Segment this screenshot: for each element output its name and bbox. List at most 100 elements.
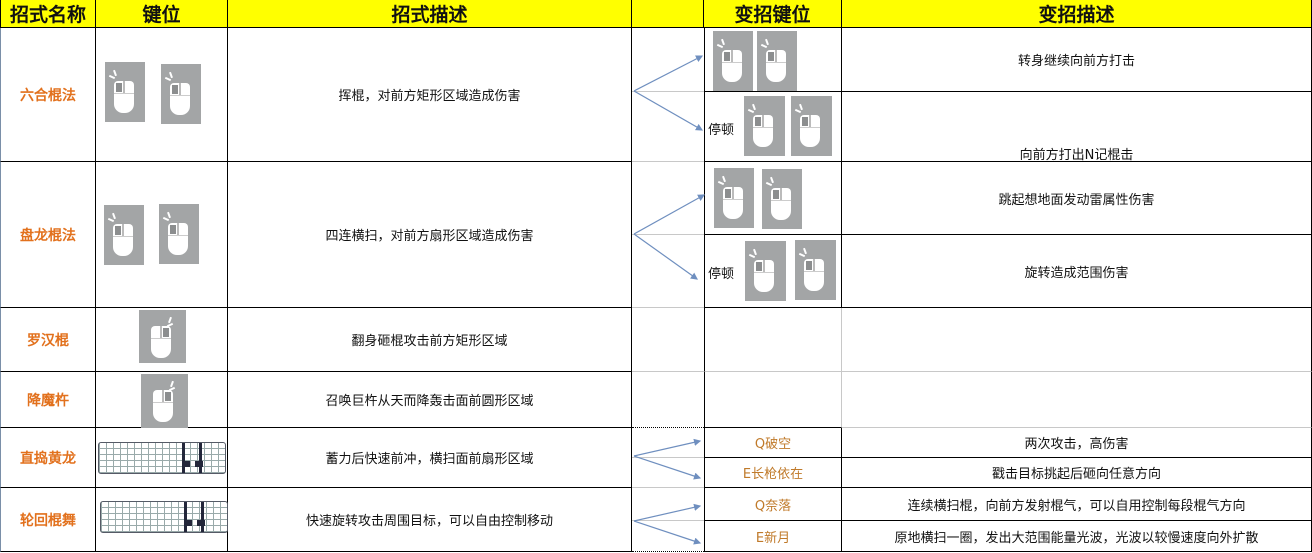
key-cell	[96, 428, 228, 488]
variant-key-label: E长枪依在	[742, 467, 804, 482]
header-label: 招式描述	[391, 4, 468, 26]
variant-desc-cell: 向前方打出N记棍击	[842, 92, 1312, 163]
variant-prefix: 停顿	[708, 267, 735, 282]
move-desc-cell: 翻身砸棍攻击前方矩形区域	[228, 308, 632, 372]
connector-cell	[632, 162, 704, 235]
move-desc-cell: 蓄力后快速前冲，横扫面前扇形区域	[228, 428, 632, 488]
mouse-left-click-icon	[161, 64, 201, 124]
empty-cell	[842, 308, 1312, 372]
key-cell	[96, 488, 228, 552]
variant-desc: 转身继续向前方打击	[1017, 54, 1135, 69]
variant-desc-cell: 转身继续向前方打击	[842, 28, 1312, 92]
mouse-left-click-icon	[714, 168, 754, 228]
move-name-cell: 六合棍法	[0, 28, 96, 162]
mouse-left-click-icon	[757, 31, 797, 91]
variant-key-cell: Q破空	[704, 428, 842, 458]
variant-desc-cell: 旋转造成范围伤害	[842, 235, 1312, 308]
move-name-cell: 罗汉棍	[0, 308, 96, 372]
mouse-right-click-icon	[141, 374, 188, 428]
key-cell	[96, 162, 228, 308]
move-name: 盘龙棍法	[20, 227, 76, 244]
variant-desc-cell: 跳起想地面发动雷属性伤害	[842, 162, 1312, 235]
mouse-left-click-icon	[713, 31, 753, 91]
move-desc-cell: 召唤巨杵从天而降轰击面前圆形区域	[228, 372, 632, 428]
variant-key-cell	[704, 28, 842, 92]
variant-desc: 跳起想地面发动雷属性伤害	[998, 192, 1155, 208]
move-name: 轮回棍舞	[20, 512, 76, 529]
variant-key-cell: Q奈落	[704, 488, 842, 521]
move-desc: 四连横扫，对前方扇形区域造成伤害	[325, 229, 534, 244]
move-name: 降魔杵	[27, 392, 69, 409]
variant-key-cell	[704, 162, 842, 235]
move-desc-cell: 快速旋转攻击周围目标，可以自由控制移动	[228, 488, 632, 552]
variant-desc: 向前方打出N记棍击	[1019, 148, 1134, 163]
variant-desc: 原地横扫一圈，发出大范围能量光波，光波以较慢速度向外扩散	[894, 530, 1259, 546]
empty-cell	[842, 372, 1312, 428]
variant-desc-cell: 原地横扫一圈，发出大范围能量光波，光波以较慢速度向外扩散	[842, 521, 1312, 552]
mouse-left-click-icon	[795, 240, 836, 300]
move-desc: 蓄力后快速前冲，横扫面前扇形区域	[325, 452, 534, 467]
mouse-left-click-icon	[104, 205, 144, 265]
variant-desc: 旋转造成范围伤害	[1024, 265, 1129, 281]
move-name-cell: 直捣黄龙	[0, 428, 96, 488]
variant-key-cell: E新月	[704, 521, 842, 552]
move-desc: 挥棍，对前方矩形区域造成伤害	[338, 89, 521, 104]
mouse-left-click-icon	[159, 204, 199, 264]
move-name: 六合棍法	[20, 87, 76, 104]
variant-key-label: E新月	[755, 530, 791, 546]
mouse-left-click-icon	[105, 62, 145, 122]
connector-cell	[632, 308, 704, 372]
move-desc: 翻身砸棍攻击前方矩形区域	[351, 334, 508, 349]
connector-cell	[632, 521, 704, 552]
move-name: 罗汉棍	[27, 332, 69, 349]
move-name: 直捣黄龙	[20, 450, 76, 467]
mouse-left-click-icon	[744, 96, 785, 156]
connector-cell	[632, 372, 704, 428]
variant-desc-cell: 戳击目标挑起后砸向任意方向	[842, 458, 1312, 488]
keyboard-icon	[98, 442, 226, 474]
variant-prefix: 停顿	[708, 123, 735, 138]
move-desc-cell: 四连横扫，对前方扇形区域造成伤害	[228, 162, 632, 308]
key-cell	[96, 308, 228, 372]
header-label: 键位	[142, 4, 181, 26]
variant-key-cell: 停顿	[704, 235, 842, 308]
keyboard-icon	[100, 501, 228, 533]
header-label: 招式名称	[9, 4, 86, 26]
header-desc: 招式描述	[228, 0, 632, 28]
connector-cell	[632, 28, 704, 92]
variant-desc: 戳击目标挑起后砸向任意方向	[991, 467, 1161, 482]
move-desc-cell: 挥棍，对前方矩形区域造成伤害	[228, 28, 632, 162]
connector-cell	[632, 235, 704, 308]
variant-key-cell: 停顿	[704, 92, 842, 162]
connector-cell	[632, 428, 704, 458]
header-label: 变招描述	[1038, 4, 1115, 26]
header-connector	[632, 0, 704, 28]
variant-key-label: Q破空	[754, 437, 792, 452]
variant-key-cell: E长枪依在	[704, 458, 842, 488]
header-label: 变招键位	[734, 4, 811, 26]
move-desc: 快速旋转攻击周围目标，可以自由控制移动	[305, 514, 553, 529]
header-move-name: 招式名称	[0, 0, 96, 28]
variant-desc: 连续横扫棍，向前方发射棍气，可以自用控制每段棍气方向	[907, 498, 1246, 514]
empty-cell	[704, 308, 842, 372]
empty-cell	[704, 372, 842, 428]
move-name-cell: 降魔杵	[0, 372, 96, 428]
key-cell	[96, 372, 228, 428]
mouse-right-click-icon	[139, 310, 186, 363]
header-key: 键位	[96, 0, 228, 28]
mouse-left-click-icon	[745, 241, 786, 301]
variant-key-label: Q奈落	[754, 498, 792, 514]
move-name-cell: 盘龙棍法	[0, 162, 96, 308]
move-desc: 召唤巨杵从天而降轰击面前圆形区域	[325, 394, 534, 409]
mouse-left-click-icon	[791, 96, 832, 156]
variant-desc: 两次攻击，高伤害	[1024, 437, 1129, 452]
mouse-left-click-icon	[762, 169, 802, 229]
header-variant-desc: 变招描述	[842, 0, 1312, 28]
variant-desc-cell: 连续横扫棍，向前方发射棍气，可以自用控制每段棍气方向	[842, 488, 1312, 521]
move-name-cell: 轮回棍舞	[0, 488, 96, 552]
header-variant-key: 变招键位	[704, 0, 842, 28]
connector-cell	[632, 458, 704, 488]
key-cell	[96, 28, 228, 162]
connector-cell	[632, 488, 704, 521]
connector-cell	[632, 92, 704, 162]
